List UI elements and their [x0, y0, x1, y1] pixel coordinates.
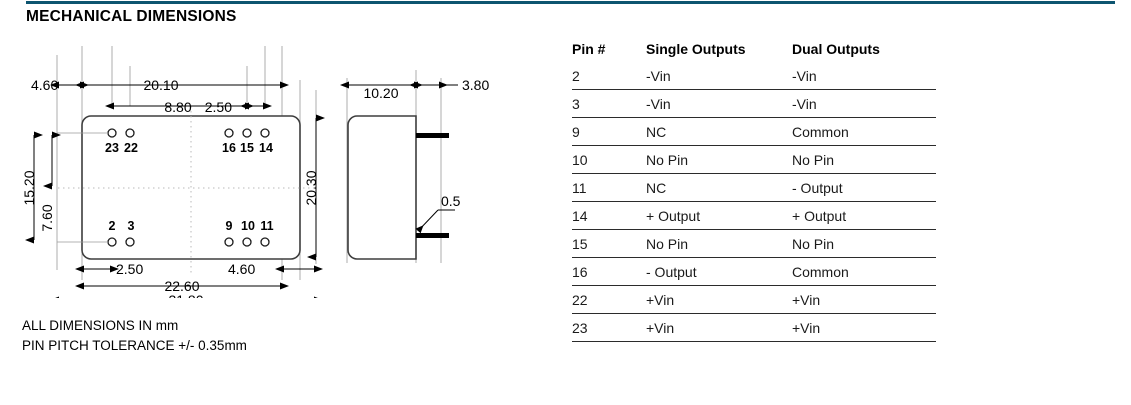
- pin-label-2: 2: [109, 219, 116, 233]
- cell-single-output: +Vin: [646, 319, 675, 336]
- cell-pin-number: 14: [572, 207, 588, 224]
- dim-second-group: 2.50: [205, 99, 232, 115]
- dim-bottom-left: 2.50: [116, 261, 143, 277]
- dim-overall-inner: 20.10: [143, 77, 178, 93]
- mechanical-drawing: 4.60 20.10 8.80 2.50 15.20 7.60 20.30 2.…: [0, 28, 560, 298]
- cell-dual-output: + Output: [792, 207, 847, 224]
- note-pin-pitch-tolerance: PIN PITCH TOLERANCE +/- 0.35mm: [22, 338, 247, 353]
- cell-dual-output: -Vin: [792, 95, 817, 112]
- table-row: 14 + Output + Output: [572, 202, 936, 230]
- cell-single-output: -Vin: [646, 67, 671, 84]
- cell-dual-output: - Output: [792, 179, 843, 196]
- cell-dual-output: Common: [792, 263, 849, 280]
- cell-dual-output: -Vin: [792, 67, 817, 84]
- table-row: 16 - Output Common: [572, 258, 936, 286]
- cell-dual-output: +Vin: [792, 319, 821, 336]
- cell-dual-output: Common: [792, 123, 849, 140]
- dim-height-inner: 7.60: [39, 204, 55, 231]
- cell-single-output: - Output: [646, 263, 697, 280]
- pin-label-22: 22: [124, 141, 138, 155]
- pin-label-9: 9: [226, 219, 233, 233]
- cell-dual-output: No Pin: [792, 235, 835, 252]
- dim-left-offset: 4.60: [31, 77, 58, 93]
- page-title: MECHANICAL DIMENSIONS: [26, 8, 237, 25]
- pin-label-15: 15: [240, 141, 254, 155]
- mechanical-drawing-svg: 4.60 20.10 8.80 2.50 15.20 7.60 20.30 2.…: [21, 46, 489, 298]
- cell-dual-output: No Pin: [792, 151, 835, 168]
- table-header-row: Pin # Single Outputs Dual Outputs: [572, 36, 936, 62]
- cell-single-output: -Vin: [646, 95, 671, 112]
- dim-body-height: 20.30: [303, 170, 319, 205]
- cell-dual-output: +Vin: [792, 291, 821, 308]
- cell-pin-number: 23: [572, 319, 588, 336]
- cell-pin-number: 11: [572, 179, 587, 196]
- dim-side-lead-thickness: 0.5: [441, 193, 461, 209]
- cell-pin-number: 3: [572, 95, 580, 112]
- table-row: 2 -Vin -Vin: [572, 62, 936, 90]
- cell-single-output: +Vin: [646, 291, 675, 308]
- column-header-dual: Dual Outputs: [792, 41, 880, 57]
- pin-label-11: 11: [260, 219, 273, 233]
- pin-label-23: 23: [105, 141, 119, 155]
- cell-single-output: NC: [646, 179, 667, 196]
- dim-width-inner: 22.60: [164, 278, 199, 294]
- cell-single-output: + Output: [646, 207, 701, 224]
- pin-label-10: 10: [241, 219, 255, 233]
- dim-first-group: 8.80: [164, 99, 191, 115]
- dim-width-overall: 31.80: [168, 292, 203, 298]
- column-header-pin: Pin #: [572, 41, 606, 57]
- dim-bottom-right: 4.60: [228, 261, 255, 277]
- table-row: 22 +Vin +Vin: [572, 286, 936, 314]
- cell-single-output: NC: [646, 123, 667, 140]
- table-row: 9 NC Common: [572, 118, 936, 146]
- dim-height-outer: 15.20: [21, 170, 37, 205]
- table-row: 3 -Vin -Vin: [572, 90, 936, 118]
- column-header-single: Single Outputs: [646, 41, 746, 57]
- pin-label-3: 3: [128, 219, 135, 233]
- header-divider-rule: [26, 1, 1115, 4]
- pin-label-14: 14: [259, 141, 273, 155]
- table-row: 11 NC - Output: [572, 174, 936, 202]
- cell-pin-number: 22: [572, 291, 588, 308]
- dim-side-body-width: 10.20: [363, 85, 398, 101]
- pin-assignment-table: Pin # Single Outputs Dual Outputs 2 -Vin -…: [572, 36, 936, 342]
- cell-pin-number: 10: [572, 151, 588, 168]
- table-row: 10 No Pin No Pin: [572, 146, 936, 174]
- note-all-dimensions: ALL DIMENSIONS IN mm: [22, 318, 179, 333]
- cell-pin-number: 16: [572, 263, 588, 280]
- table-row: 23 +Vin +Vin: [572, 314, 936, 342]
- dim-side-lead-length: 3.80: [462, 77, 489, 93]
- cell-pin-number: 15: [572, 235, 588, 252]
- table-row: 15 No Pin No Pin: [572, 230, 936, 258]
- cell-pin-number: 2: [572, 67, 580, 84]
- pin-label-16: 16: [222, 141, 236, 155]
- cell-pin-number: 9: [572, 123, 580, 140]
- cell-single-output: No Pin: [646, 151, 689, 168]
- cell-single-output: No Pin: [646, 235, 689, 252]
